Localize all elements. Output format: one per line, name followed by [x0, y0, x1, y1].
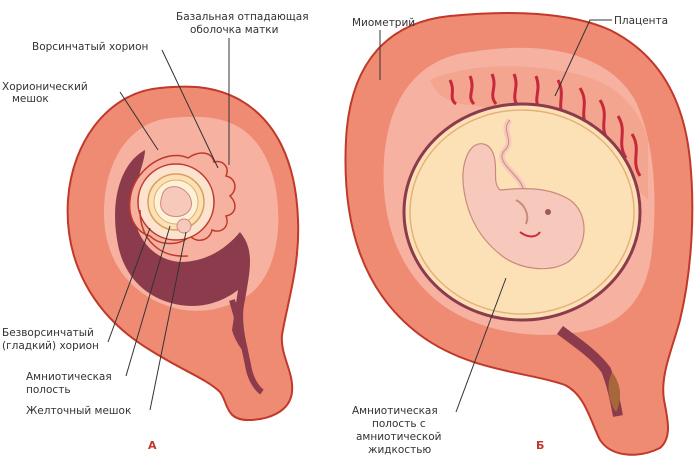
amnion-membrane-b	[409, 109, 635, 315]
embryo-limb-b	[515, 199, 529, 225]
label-chorionic-sac-2: мешок	[12, 93, 49, 105]
figure-letter-a: А	[148, 439, 157, 452]
figure-a-uterus	[66, 85, 300, 422]
label-smooth-chorion-2: (гладкий) хорион	[2, 340, 99, 352]
embryo-a	[160, 186, 192, 217]
leader-chorionic-sac	[119, 91, 159, 151]
label-amniotic-cavity-1: Амниотическая	[26, 371, 112, 383]
uterine-cavity-a	[115, 150, 250, 362]
leader-lines	[107, 19, 612, 413]
label-amniotic-cavity-2: полость	[26, 384, 71, 396]
leader-amniotic-fluid	[455, 277, 507, 413]
yolk-sac-a	[176, 218, 192, 234]
label-chorionic-sac-1: Хорионический	[2, 81, 88, 93]
placenta-b	[430, 66, 648, 200]
label-yolk-sac: Желточный мешок	[26, 405, 131, 417]
labels-figure-a: Базальная отпадающая оболочка матки Ворс…	[2, 11, 309, 452]
figure-b-uterus	[344, 11, 694, 456]
label-smooth-chorion-1: Безворсинчатый	[2, 327, 94, 339]
leader-amniotic-cavity	[125, 225, 171, 377]
label-myometrium: Миометрий	[352, 17, 415, 29]
label-basal-decidua-1: Базальная отпадающая	[176, 11, 309, 23]
leader-yolk-sac	[149, 231, 187, 411]
label-amniotic-fluid-3: амниотической	[356, 431, 441, 443]
smooth-chorion-a	[139, 209, 189, 257]
leader-villous-chorion	[161, 49, 219, 169]
labels-figure-b: Миометрий Плацента Амниотическая полость…	[352, 15, 668, 456]
cervix-canal-a	[229, 299, 264, 395]
label-amniotic-fluid-2: полость с	[372, 418, 426, 430]
label-basal-decidua-2: оболочка матки	[190, 24, 278, 36]
mucus-plug-b	[608, 372, 621, 412]
label-amniotic-fluid-4: жидкостью	[368, 444, 431, 456]
label-villous-chorion: Ворсинчатый хорион	[32, 41, 148, 53]
leader-smooth-chorion	[107, 227, 151, 343]
figure-letter-b: Б	[536, 439, 544, 452]
label-amniotic-fluid-1: Амниотическая	[352, 405, 438, 417]
leader-placenta	[554, 19, 612, 97]
label-placenta: Плацента	[614, 15, 668, 27]
embryo-eye-b	[545, 209, 551, 215]
embryo-mouth-b	[519, 231, 541, 238]
